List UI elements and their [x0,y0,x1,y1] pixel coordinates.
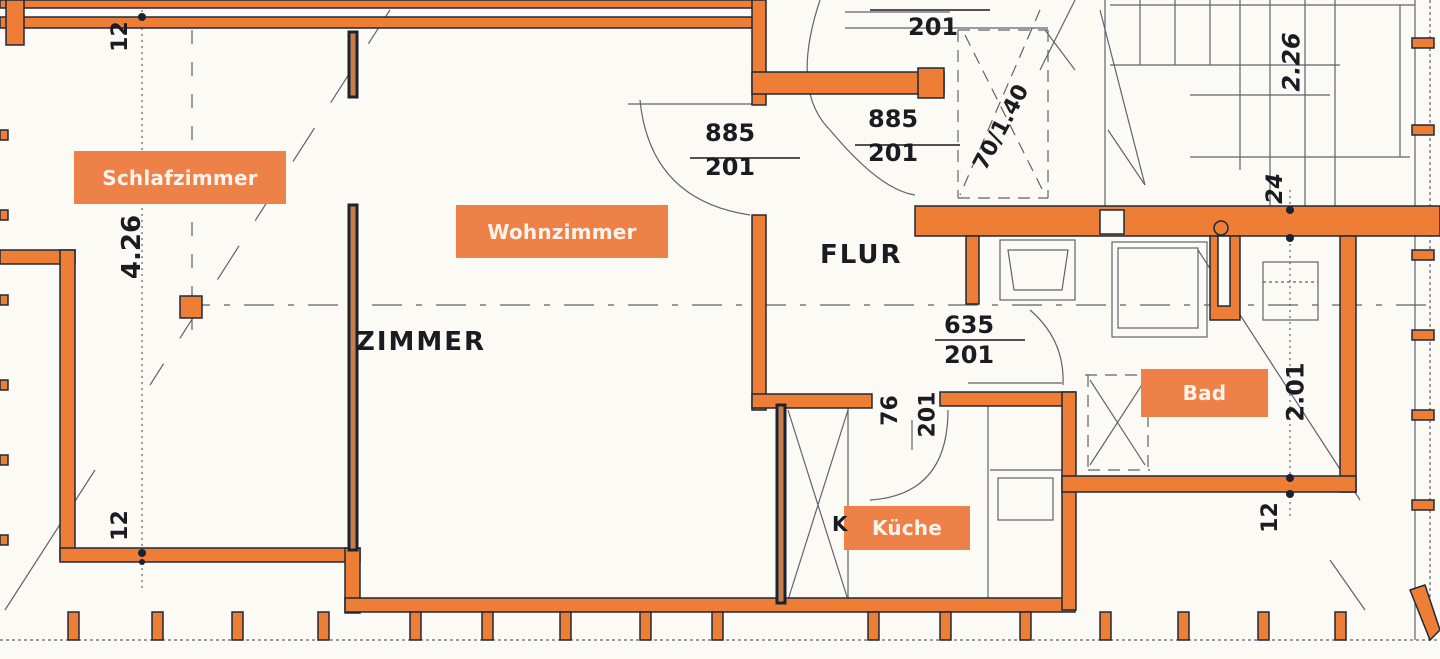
dim-door-kueche-height: 201 [915,391,941,438]
dim-door-bad-width: 635 [944,311,995,339]
dim-top-left-12: 12 [107,21,133,52]
dim-wall-24: 24 [1262,173,1288,204]
dim-bottom-left-12: 12 [107,510,133,541]
dim-schlafzimmer-width: 4.26 [117,214,148,280]
handwritten-kueche-initial: K [832,512,848,536]
walls [0,0,1440,642]
dim-door-wohnzimmer-height: 201 [705,153,756,181]
room-label-schlafzimmer: Schlafzimmer [74,151,286,204]
room-label-kueche: Küche [844,506,970,550]
dim-bad-height: 2.01 [1281,362,1310,422]
dim-door-kueche-width: 76 [877,395,903,426]
dim-door-flur: 885 201 [868,106,918,166]
pipe-marker [1213,220,1229,236]
handwritten-zimmer: ZIMMER [356,327,487,357]
dim-door-top: 201 [908,13,959,41]
dim-door-wohnzimmer: 885 201 [705,120,755,180]
dim-stair-height: 2.26 [1277,32,1306,92]
dim-door-bad: 635 201 [944,312,994,368]
dim-door-wohnzimmer-width: 885 [705,119,756,147]
room-label-bad: Bad [1141,369,1268,417]
handwritten-flur: FLUR [820,240,903,270]
room-label-wohnzimmer: Wohnzimmer [456,205,668,258]
dim-door-flur-width: 885 [868,105,919,133]
dimension-dots [138,13,1294,565]
new-partitions [347,30,787,605]
dim-bottom-right-12: 12 [1257,502,1283,533]
dim-door-flur-height: 201 [868,139,919,167]
dim-door-bad-height: 201 [944,341,995,369]
construction-lines [0,0,1440,641]
